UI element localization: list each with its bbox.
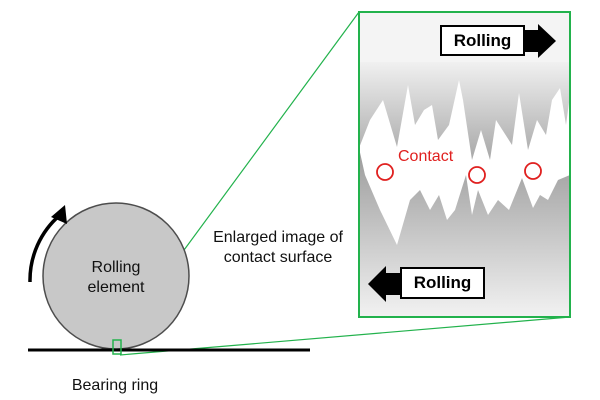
left-arrow-icon bbox=[368, 266, 401, 302]
enlarged-panel-border bbox=[358, 11, 571, 318]
contact-label: Contact bbox=[398, 148, 454, 165]
circle-marker-icon bbox=[524, 162, 542, 180]
enlarged-image-label: Enlarged image of contact surface bbox=[198, 228, 358, 268]
bearing-ring-label: Bearing ring bbox=[71, 377, 159, 394]
circle-marker-icon bbox=[468, 166, 486, 184]
enlarged-panel bbox=[358, 11, 571, 318]
right-arrow-icon bbox=[524, 24, 556, 58]
enlarged-label-line1: Enlarged image of bbox=[213, 229, 343, 246]
curved-arrow-icon bbox=[28, 205, 67, 283]
rolling-element-label-line1: Rolling bbox=[91, 259, 141, 276]
circle-marker-icon bbox=[376, 163, 394, 181]
rolling-element-label: Rolling element bbox=[66, 258, 166, 298]
upper-surface bbox=[359, 60, 570, 160]
enlarged-label-line2: contact surface bbox=[223, 249, 333, 266]
rolling-element-label-line2: element bbox=[87, 279, 145, 296]
rolling-top-label: Rolling bbox=[440, 25, 525, 56]
zoom-indicator-box bbox=[112, 339, 122, 355]
rolling-bottom-label: Rolling bbox=[400, 267, 485, 299]
